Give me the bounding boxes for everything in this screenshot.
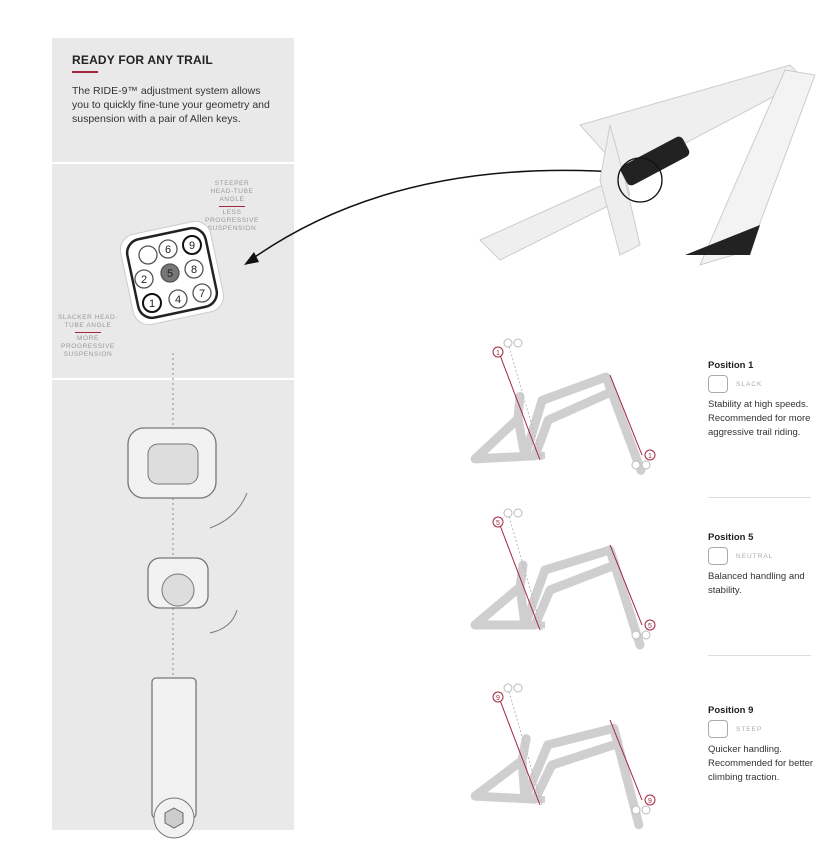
svg-text:1: 1 bbox=[496, 350, 500, 357]
steeper-text: STEEPER HEAD-TUBE ANGLE bbox=[210, 180, 254, 203]
svg-text:1: 1 bbox=[648, 453, 652, 460]
chip-position-6: 6 bbox=[158, 239, 178, 259]
svg-text:9: 9 bbox=[648, 798, 652, 805]
position-title: Position 1 bbox=[708, 360, 754, 371]
svg-text:6: 6 bbox=[165, 244, 171, 256]
svg-text:1: 1 bbox=[149, 298, 155, 310]
chip-position-5: 5 bbox=[160, 263, 180, 283]
geometry-diagram-position-5: 55 bbox=[470, 508, 656, 655]
position-title: Position 5 bbox=[708, 532, 754, 543]
position-description: Stability at high speeds. Recommended fo… bbox=[708, 399, 811, 438]
panel-intro: The RIDE-9™ adjustment system allows you… bbox=[72, 85, 270, 125]
chip-position-2: 2 bbox=[134, 269, 154, 289]
chip-icon bbox=[708, 375, 728, 393]
panel-title: READY FOR ANY TRAIL bbox=[72, 53, 213, 67]
position-title: Position 9 bbox=[708, 705, 754, 716]
position-9-info: Position 9 STEEP Quicker handling. Recom… bbox=[708, 705, 818, 785]
bike-frame-illustration bbox=[244, 64, 816, 266]
position-5-info: Position 5 NEUTRAL Balanced handling and… bbox=[708, 532, 818, 598]
chip-position-1: 1 bbox=[142, 293, 162, 313]
svg-text:9: 9 bbox=[189, 240, 195, 252]
allen-key-hardware-illustration bbox=[127, 353, 248, 839]
title-underline bbox=[72, 71, 98, 73]
svg-text:5: 5 bbox=[496, 520, 500, 527]
chip-position-8: 8 bbox=[184, 259, 204, 279]
svg-text:7: 7 bbox=[199, 288, 205, 300]
chip-position-7: 7 bbox=[192, 283, 212, 303]
chip-position-9: 9 bbox=[182, 235, 202, 255]
svg-text:4: 4 bbox=[175, 294, 181, 306]
position-mode: NEUTRAL bbox=[736, 552, 774, 560]
slacker-text: SLACKER HEAD-TUBE ANGLE bbox=[57, 314, 119, 329]
svg-text:9: 9 bbox=[496, 695, 500, 702]
chip-icon bbox=[708, 720, 728, 738]
position-mode: STEEP bbox=[736, 725, 763, 733]
info-panel: READY FOR ANY TRAIL The RIDE-9™ adjustme… bbox=[52, 38, 294, 839]
arrow-head bbox=[244, 252, 259, 265]
position-1-info: Position 1 SLACK Stability at high speed… bbox=[708, 360, 818, 440]
less-progressive-text: LESS PROGRESSIVE SUSPENSION bbox=[205, 209, 259, 232]
more-progressive-text: MORE PROGRESSIVE SUSPENSION bbox=[61, 335, 115, 358]
chip-position-4: 4 bbox=[168, 289, 188, 309]
svg-text:5: 5 bbox=[167, 268, 173, 280]
position-description: Quicker handling. Recommended for better… bbox=[708, 744, 814, 783]
slacker-label: SLACKER HEAD-TUBE ANGLE MORE PROGRESSIVE … bbox=[54, 314, 122, 359]
divider bbox=[708, 655, 811, 656]
chip-positions: 6 9 2 5 8 1 4 7 bbox=[122, 223, 222, 323]
geometry-diagram-position-9: 99 bbox=[470, 683, 656, 830]
geometry-diagram-position-1: 11 bbox=[470, 338, 656, 485]
svg-text:8: 8 bbox=[191, 264, 197, 276]
steeper-label: STEEPER HEAD-TUBE ANGLE LESS PROGRESSIVE … bbox=[202, 180, 262, 233]
svg-text:2: 2 bbox=[141, 274, 147, 286]
position-description: Balanced handling and stability. bbox=[708, 571, 805, 596]
svg-text:5: 5 bbox=[648, 623, 652, 630]
divider bbox=[52, 162, 294, 164]
position-mode: SLACK bbox=[736, 380, 763, 388]
chip-icon bbox=[708, 547, 728, 565]
divider bbox=[708, 497, 811, 498]
